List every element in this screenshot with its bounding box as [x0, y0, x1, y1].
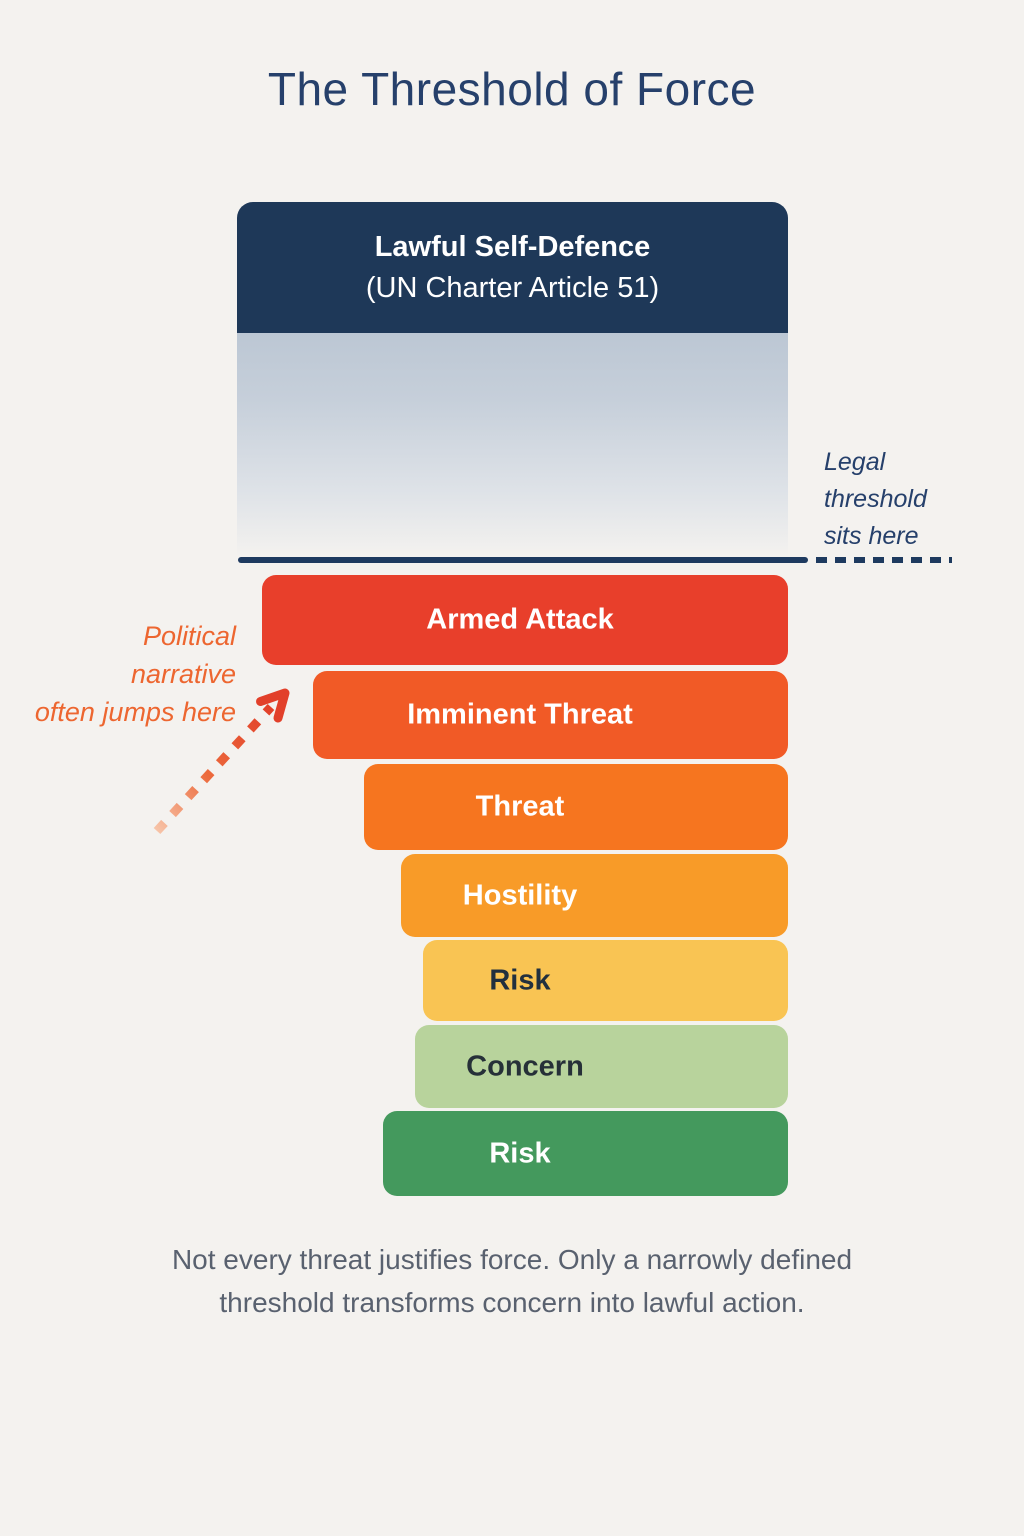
bar-concern: Concern [415, 1025, 788, 1108]
bar-armed-attack-label: Armed Attack [426, 603, 614, 636]
bar-concern-label: Concern [466, 1050, 584, 1082]
bar-risk-yellow: Risk [423, 940, 788, 1021]
lawful-zone-gradient [237, 333, 788, 557]
bar-risk-green-label: Risk [489, 1137, 551, 1169]
legal-threshold-dashed-line [816, 557, 952, 563]
political-jump-arrow-icon [153, 688, 290, 835]
bar-risk-green: Risk [383, 1111, 788, 1196]
lawful-self-defence-label: Lawful Self-Defence [374, 231, 651, 264]
bar-imminent-threat: Imminent Threat [313, 671, 788, 759]
bar-hostility: Hostility [401, 854, 788, 937]
legal-threshold-note: Legal threshold sits here [824, 448, 927, 550]
page-title: The Threshold of Force [267, 63, 757, 115]
un-charter-article-label: (UN Charter Article 51) [365, 271, 660, 304]
bar-threat: Threat [364, 764, 788, 850]
bar-armed-attack: Armed Attack [262, 575, 788, 665]
bar-threat-label: Threat [475, 790, 565, 823]
bar-hostility-label: Hostility [462, 879, 578, 911]
bar-imminent-threat-label: Imminent Threat [407, 698, 633, 731]
bar-risk-yellow-label: Risk [489, 964, 551, 996]
legal-threshold-line [238, 557, 808, 563]
political-narrative-note: Political narrative often jumps here [34, 621, 236, 727]
lawful-self-defence-box: Lawful Self-Defence (UN Charter Article … [237, 202, 788, 333]
bottom-caption: Not every threat justifies force. Only a… [171, 1244, 853, 1319]
